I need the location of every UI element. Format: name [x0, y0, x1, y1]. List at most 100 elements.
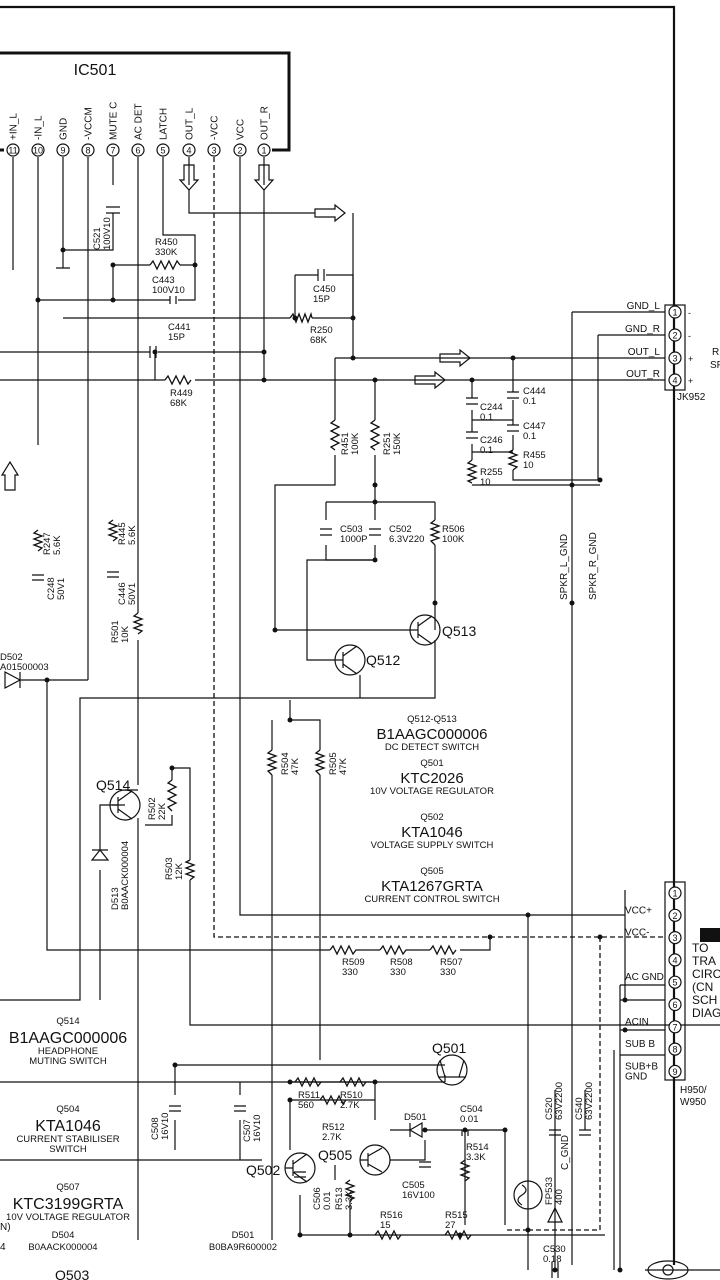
part-ref: D504: [52, 1230, 75, 1241]
legend-ref: Q502: [420, 812, 443, 823]
conn-pin-number: 3: [672, 933, 677, 943]
ic-pin-number: 10: [33, 146, 43, 156]
component-ref: R508: [390, 957, 413, 968]
conn-pin-7: [668, 1020, 682, 1034]
component-ref: C520: [544, 1097, 555, 1120]
conn-pin-label: VCC+: [625, 905, 652, 916]
ic-pin-label: MUTE C: [109, 102, 120, 140]
component-value: 1000P: [340, 534, 367, 545]
conn-pin-label: GND: [625, 1071, 647, 1082]
diode-d502: [4, 671, 22, 689]
legend-ref: Q501: [420, 758, 443, 769]
conn-pin-number: 7: [672, 1022, 677, 1032]
ic-pin-label: OUT_L: [185, 107, 196, 140]
connector-name-1: H950/: [680, 1085, 707, 1096]
resistor-r516: [374, 1229, 402, 1241]
arrow-down-icon: [253, 164, 275, 191]
component-value: 10: [480, 477, 491, 488]
resistor-r509: [329, 944, 380, 956]
legend-desc: DC DETECT SWITCH: [385, 742, 479, 753]
capacitor-c441: [149, 346, 157, 358]
part-number: B0BA9R600002: [209, 1242, 277, 1253]
ic-pin-label: GND: [59, 118, 70, 140]
component-ref: R516: [380, 1210, 403, 1221]
component-ref: R507: [440, 957, 463, 968]
component-value: 27: [445, 1220, 456, 1231]
resistor-r505: [314, 749, 326, 776]
resistor-r515: [444, 1229, 472, 1241]
component-ref: R450: [155, 237, 178, 248]
component-value: 400: [554, 1189, 565, 1205]
diodes: [4, 671, 423, 1139]
ic-pin-number: 9: [60, 146, 65, 156]
fragment-q503: Q503: [55, 1267, 89, 1280]
component-value: 10K: [120, 625, 131, 643]
resistor-r455: [507, 449, 519, 471]
legend-desc: 10V VOLTAGE REGULATOR: [370, 786, 494, 797]
component-ref: C503: [340, 524, 363, 535]
conn-pin-number: 9: [672, 1067, 677, 1077]
component-ref: R445: [117, 522, 128, 545]
component-value: 3.3K: [344, 1190, 355, 1210]
component-ref: R513: [334, 1187, 345, 1210]
diode-d501: [408, 1121, 423, 1139]
component-value: 100K: [442, 534, 465, 545]
jk-pin-number: 2: [672, 331, 677, 341]
jk-pin-label: OUT_R: [626, 369, 660, 380]
component-value: 10: [523, 460, 534, 471]
resistors: [32, 259, 519, 1241]
component-ref: R250: [310, 325, 333, 336]
component-ref: R449: [170, 388, 193, 399]
ic-pin-label: OUT_R: [260, 106, 271, 140]
capacitor-c504: [461, 1130, 469, 1136]
transistor-q514: Q514: [96, 777, 141, 821]
component-value: B0AACK000004: [120, 841, 131, 910]
conn-pin-label: SUB B: [625, 1039, 655, 1050]
legend-desc-2: MUTING SWITCH: [29, 1056, 107, 1067]
component-value: 0.01: [460, 1114, 479, 1125]
ic-title: IC501: [74, 62, 117, 79]
component-ref: R502: [147, 797, 158, 820]
component-value: 12K: [174, 862, 185, 880]
component-ref: C505: [402, 1180, 425, 1191]
resistor-r450: [149, 259, 181, 271]
legend-ref: Q504: [56, 1104, 79, 1115]
component-value: 68K: [170, 398, 188, 409]
svg-text:R: R: [712, 347, 719, 358]
jk-pin-mark: +: [688, 354, 693, 364]
component-ref: C443: [152, 275, 175, 286]
transistor-q502: Q502: [246, 1152, 316, 1184]
resistor-r501: [132, 612, 144, 635]
resistor-r512: [319, 1094, 347, 1106]
svg-text:Q501: Q501: [432, 1040, 466, 1056]
component-value: 16V10: [252, 1115, 263, 1142]
conn-pin-9: [668, 1064, 682, 1079]
component-value: 150K: [392, 432, 403, 455]
transistor-q513: Q513: [405, 614, 476, 646]
conn-pin-number: 1: [672, 889, 677, 899]
connector-edge-text: TO: [692, 941, 708, 955]
capacitor-c540: [579, 1129, 591, 1136]
ic-pin-number: 7: [110, 146, 115, 156]
legend-desc: VOLTAGE SUPPLY SWITCH: [371, 840, 494, 851]
resistor-r508: [379, 944, 430, 956]
ic-pin-number: 1: [261, 146, 266, 156]
component-ref: R451: [340, 432, 351, 455]
jk-pin-label: GND_R: [625, 324, 660, 335]
arrow-up-icon: [0, 460, 20, 491]
